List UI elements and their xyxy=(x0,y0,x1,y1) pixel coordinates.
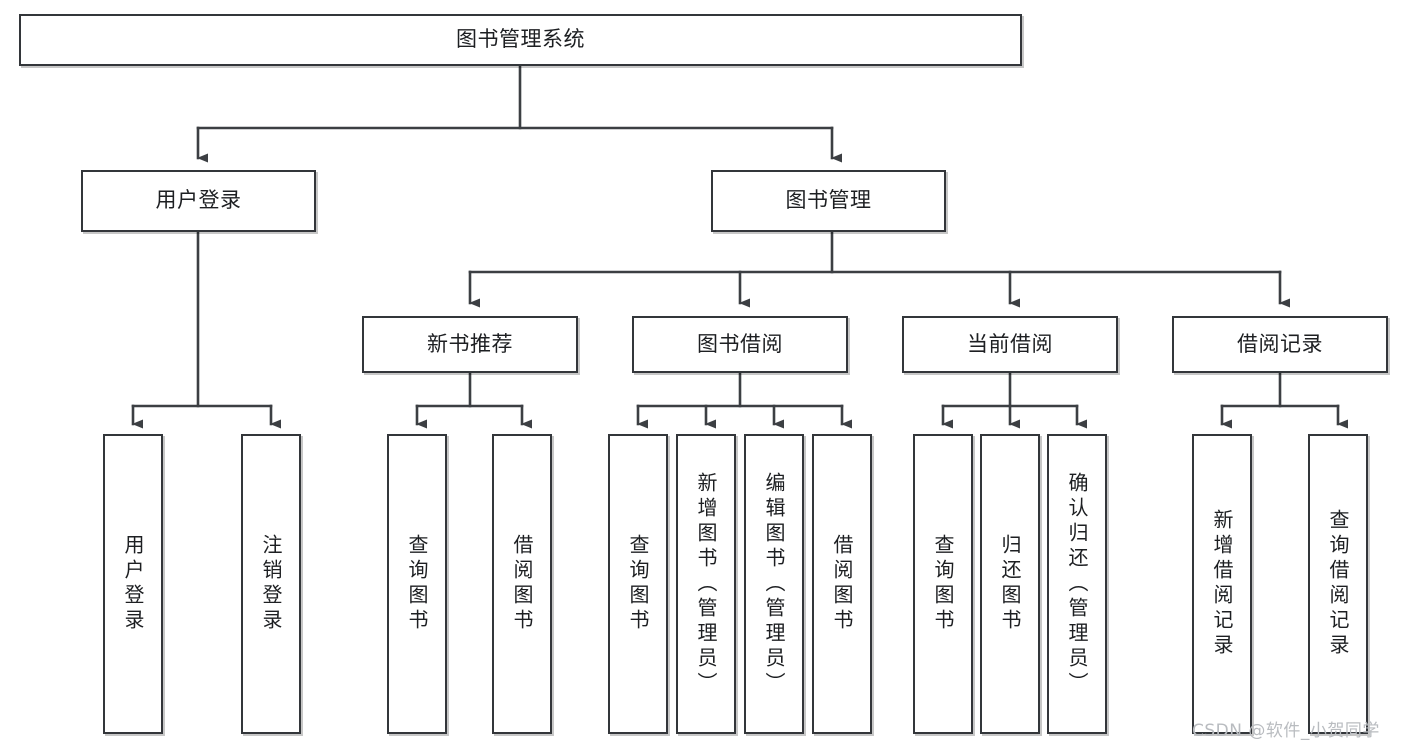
node-leaf-query-book-3-label: 查询图书 xyxy=(931,534,955,634)
node-leaf-add-record[interactable]: 新增借阅记录 xyxy=(1192,434,1252,734)
connector-group-current-borrow xyxy=(941,371,1087,429)
node-leaf-confirm-return-label: 确认归还（管理员） xyxy=(1065,471,1089,697)
node-user-login[interactable]: 用户登录 xyxy=(81,170,316,232)
node-leaf-query-book-1-label: 查询图书 xyxy=(405,534,429,634)
connector-group-root xyxy=(196,64,842,163)
connector-group-user-login xyxy=(131,230,281,429)
node-book-manage-label: 图书管理 xyxy=(785,188,872,213)
node-leaf-confirm-return[interactable]: 确认归还（管理员） xyxy=(1047,434,1107,734)
node-leaf-query-record[interactable]: 查询借阅记录 xyxy=(1308,434,1368,734)
node-leaf-add-book-label: 新增图书（管理员） xyxy=(694,471,718,697)
csdn-watermark: CSDN @软件_小贺同学 xyxy=(1192,721,1380,741)
node-current-borrow[interactable]: 当前借阅 xyxy=(902,316,1118,373)
connector-group-borrow-record xyxy=(1220,371,1348,429)
connector-group-new-book xyxy=(415,371,532,429)
node-leaf-user-login[interactable]: 用户登录 xyxy=(103,434,163,734)
node-leaf-user-logout[interactable]: 注销登录 xyxy=(241,434,301,734)
node-leaf-edit-book[interactable]: 编辑图书（管理员） xyxy=(744,434,804,734)
node-leaf-borrow-book-1[interactable]: 借阅图书 xyxy=(492,434,552,734)
node-root[interactable]: 图书管理系统 xyxy=(19,14,1022,66)
node-leaf-edit-book-label: 编辑图书（管理员） xyxy=(762,471,786,697)
node-leaf-borrow-book-1-label: 借阅图书 xyxy=(510,534,534,634)
node-leaf-return-book-label: 归还图书 xyxy=(998,534,1022,634)
node-new-book-recommend-label: 新书推荐 xyxy=(427,331,513,356)
node-book-borrow[interactable]: 图书借阅 xyxy=(632,316,848,373)
node-root-label: 图书管理系统 xyxy=(456,27,585,52)
node-user-login-label: 用户登录 xyxy=(155,188,242,213)
node-leaf-query-book-1[interactable]: 查询图书 xyxy=(387,434,447,734)
node-borrow-record-label: 借阅记录 xyxy=(1237,331,1323,356)
node-leaf-borrow-book-2[interactable]: 借阅图书 xyxy=(812,434,872,734)
node-book-borrow-label: 图书借阅 xyxy=(697,331,783,356)
node-leaf-borrow-book-2-label: 借阅图书 xyxy=(830,534,854,634)
node-book-manage[interactable]: 图书管理 xyxy=(711,170,946,232)
node-leaf-return-book[interactable]: 归还图书 xyxy=(980,434,1040,734)
node-leaf-query-book-2-label: 查询图书 xyxy=(626,534,650,634)
node-leaf-add-book[interactable]: 新增图书（管理员） xyxy=(676,434,736,734)
node-leaf-query-book-3[interactable]: 查询图书 xyxy=(913,434,973,734)
node-leaf-query-record-label: 查询借阅记录 xyxy=(1326,509,1350,659)
connector-group-book-manage xyxy=(468,230,1290,308)
node-new-book-recommend[interactable]: 新书推荐 xyxy=(362,316,578,373)
connector-group-book-borrow xyxy=(636,371,852,429)
node-borrow-record[interactable]: 借阅记录 xyxy=(1172,316,1388,373)
node-leaf-add-record-label: 新增借阅记录 xyxy=(1210,509,1234,659)
node-leaf-user-logout-label: 注销登录 xyxy=(259,534,283,634)
node-current-borrow-label: 当前借阅 xyxy=(967,331,1053,356)
node-leaf-user-login-label: 用户登录 xyxy=(121,534,145,634)
node-leaf-query-book-2[interactable]: 查询图书 xyxy=(608,434,668,734)
